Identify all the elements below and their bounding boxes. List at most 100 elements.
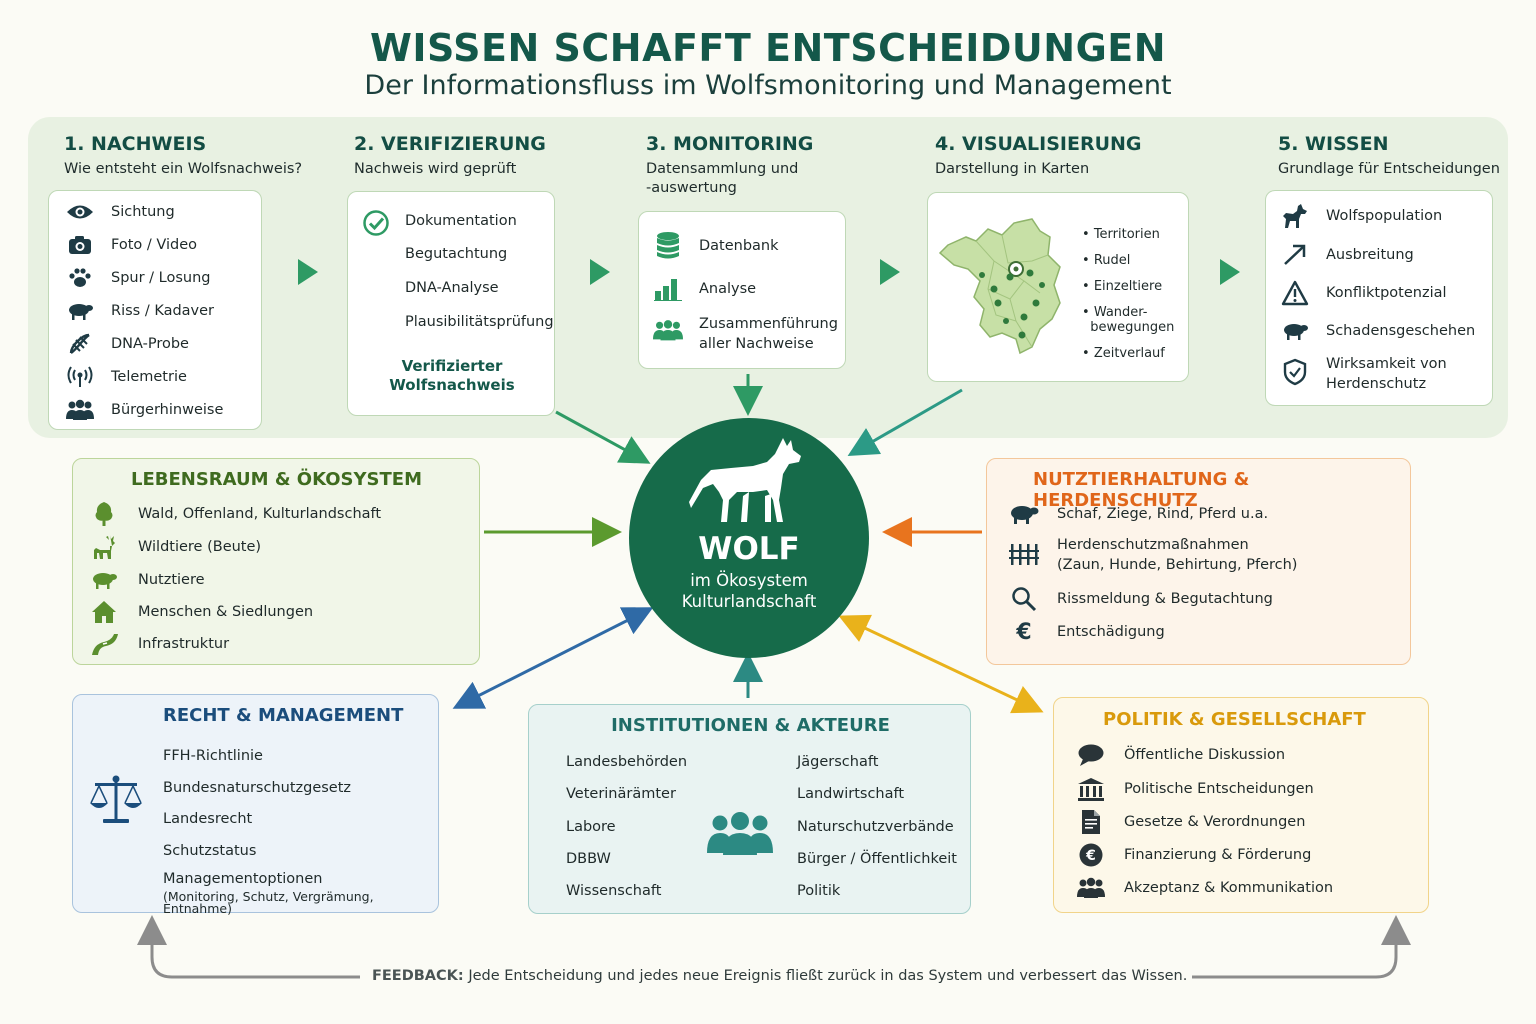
list-item: • Territorien [1082,227,1160,242]
list-item: • Wander- bewegungen [1082,305,1175,335]
euro-coin-icon: € [1076,842,1106,868]
center-title: WOLF [698,531,800,567]
list-item: € Finanzierung & Förderung [1076,842,1311,868]
list-item: Konfliktpotenzial [1280,280,1447,306]
list-item: Foto / Video [65,232,197,258]
list-item: € Entschädigung [1009,619,1164,645]
law-list: FFH-Richtlinie Bundesnaturschutzgesetz L… [163,741,438,915]
eye-icon [65,199,95,225]
livestock-panel: NUTZTIERHALTUNG & HERDENSCHUTZ Schaf, Zi… [986,458,1411,665]
feedback-arrow-left [137,915,360,979]
stage-2-title: 2. VERIFIZIERUNG [354,133,546,155]
list-item: Wissenschaft [566,883,662,900]
stage-2-card: Dokumentation Begutachtung DNA-Analyse P… [347,191,555,416]
verified-result: Verifizierter Wolfsnachweis [389,357,515,394]
magnifier-icon [1009,586,1039,612]
dna-icon [65,331,95,357]
list-item: Datenbank [653,232,779,259]
list-item: Analyse [653,276,756,302]
list-item: Bundesnaturschutzgesetz [163,779,352,796]
feedback-arrow-right [1192,915,1411,979]
habitat-panel: LEBENSRAUM & ÖKOSYSTEM Wald, Offenland, … [72,458,480,665]
list-item: FFH-Richtlinie [163,748,263,764]
list-item: Landesbehörden [566,754,688,770]
feedback-body: Jede Entscheidung und jedes neue Ereigni… [468,968,1188,984]
flow-arrow-icon [1220,259,1240,285]
region-map-icon [938,218,1061,355]
flow-arrow-icon [880,259,900,285]
group-icon [653,317,683,343]
livestock-title: NUTZTIERHALTUNG & HERDENSCHUTZ [1033,469,1250,511]
list-item: Wald, Offenland, Kulturlandschaft [89,501,381,527]
stage-4-title: 4. VISUALISIERUNG [935,133,1142,155]
list-item: Veterinärämter [566,786,676,803]
shield-icon [1280,358,1310,386]
sheep-icon [1009,501,1039,527]
politics-panel: POLITIK & GESELLSCHAFT Öffentliche Disku… [1053,697,1429,913]
list-item: • Zeitverlauf [1082,346,1165,361]
list-item: DNA-Probe [65,331,189,357]
list-item: Sichtung [65,199,175,225]
arrow-map-to-wolf [847,388,963,456]
list-item: Politische Entscheidungen [1076,776,1314,802]
list-item: Wolfspopulation [1280,203,1442,229]
list-item: Schadensgeschehen [1280,318,1475,344]
people-icon [65,397,95,423]
list-item: Menschen & Siedlungen [89,599,313,625]
stage-5-subtitle: Grundlage für Entscheidungen [1278,161,1500,177]
list-item: • Rudel [1082,253,1131,268]
list-item: Dokumentation [405,213,517,229]
fence-icon [1009,541,1039,567]
trend-arrow-icon [1280,242,1310,268]
deer-icon [89,534,119,560]
list-item: Naturschutzverbände [797,818,954,835]
group-icon [707,812,773,855]
wolf-icon [689,438,801,522]
antenna-icon [65,364,95,390]
list-item: Wildtiere (Beute) [89,534,261,560]
arrow-wolf-politics [838,614,1044,714]
stage-5-card: Wolfspopulation Ausbreitung Konfliktpote… [1265,190,1493,406]
politics-title: POLITIK & GESELLSCHAFT [1103,709,1366,730]
stage-4-card: • Territorien • Rudel • Einzeltiere • Wa… [927,192,1189,382]
list-item: Telemetrie [65,364,187,390]
list-item: Landesrecht [163,811,253,827]
law-panel: RECHT & MANAGEMENT FFH-Richtlinie Bundes… [72,694,439,915]
list-item: Bürgerhinweise [65,397,223,423]
list-item: Herdenschutzmaßnahmen(Zaun, Hunde, Behir… [1009,535,1297,575]
wolf-icon [1280,203,1310,229]
center-subtitle: im Ökosystem Kulturlandschaft [681,571,817,611]
speech-bubble-icon [1076,742,1106,768]
bar-chart-icon [653,276,683,302]
list-item: Plausibilitätsprüfung [405,314,554,330]
stage-5-title: 5. WISSEN [1278,133,1389,155]
list-item: Infrastruktur [89,631,229,657]
road-icon [89,631,119,657]
list-item: Schutzstatus [163,842,257,859]
scales-icon [90,775,142,823]
page-subtitle: Der Informationsfluss im Wolfsmonitoring… [364,70,1172,101]
institutions-panel: INSTITUTIONEN & AKTEURE Landesbehörden V… [528,704,971,914]
list-item: Riss / Kadaver [65,298,214,324]
euro-icon: € [1016,619,1032,645]
list-item: Akzeptanz & Kommunikation [1076,875,1333,901]
stage-1-title: 1. NACHWEIS [64,133,207,155]
flow-arrow-icon [298,259,318,285]
check-circle-icon [362,209,390,241]
habitat-title: LEBENSRAUM & ÖKOSYSTEM [131,469,422,490]
house-icon [89,599,119,625]
people-icon [1076,875,1106,901]
warning-icon [1280,280,1310,306]
tree-icon [89,501,119,527]
law-title: RECHT & MANAGEMENT [163,705,404,726]
list-item: Jägerschaft [797,754,879,770]
list-item: Ausbreitung [1280,242,1414,268]
list-item: Labore [566,818,616,835]
list-item: Schaf, Ziege, Rind, Pferd u.a. [1009,501,1268,527]
list-item: Öffentliche Diskussion [1076,742,1285,768]
list-item: Landwirtschaft [797,786,905,803]
